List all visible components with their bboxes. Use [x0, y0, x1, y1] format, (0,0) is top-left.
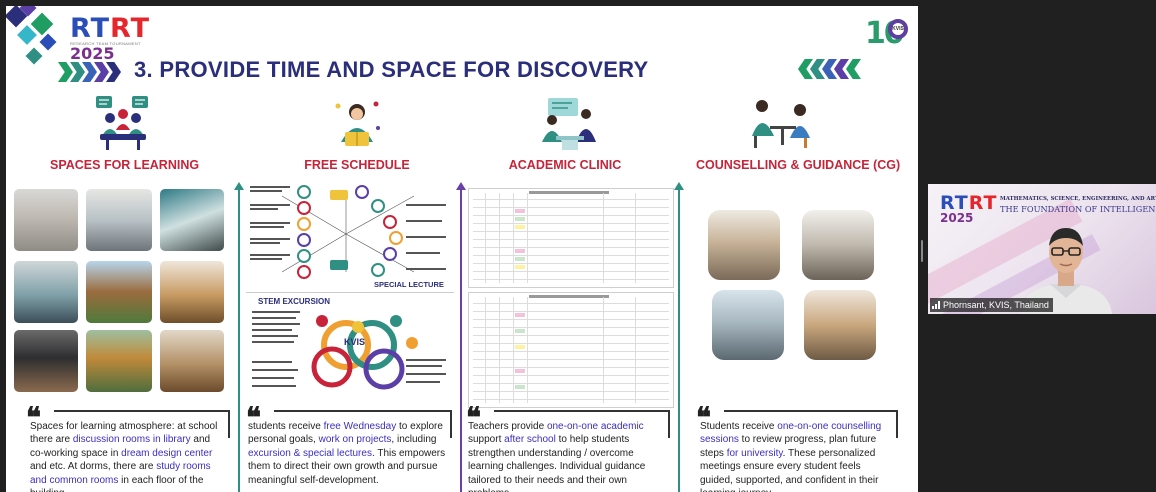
quote-run: . This empowers them to direct their own…	[248, 447, 446, 486]
heading-spaces-for-learning: SPACES FOR LEARNING	[50, 158, 200, 172]
quote-run: and co-working space in	[30, 434, 211, 459]
photo-bicycles	[86, 330, 152, 392]
quote-highlight: one-on-one academic	[546, 421, 644, 432]
slide-title: 3. PROVIDE TIME AND SPACE FOR DISCOVERY	[134, 57, 649, 82]
quote-run: to explore personal goals,	[248, 421, 443, 446]
quote-mark-4: ❝	[696, 401, 712, 434]
quote-highlight: excursion & special lectures	[248, 447, 372, 459]
photo-discussion-room	[14, 261, 78, 323]
quote-run: in each floor of the building.	[30, 474, 204, 492]
quote-text-free-schedule: students receive free Wednesday to explo…	[248, 420, 448, 487]
photo-counselling-4	[804, 290, 876, 360]
quote-text-academic-clinic: Teachers provide one-on-one academic sup…	[468, 420, 666, 492]
special-lecture-label: SPECIAL LECTURE	[374, 280, 444, 289]
clinic-timetable-1	[468, 188, 674, 288]
quote-run: Teachers provide	[468, 421, 547, 432]
photo-dream-design-center	[86, 261, 152, 323]
quote-highlight: study rooms and common rooms	[30, 461, 211, 486]
quote-run: to review progress, plan future steps	[700, 434, 877, 459]
video-rtrt-logo: RTRT 2025	[940, 192, 998, 225]
divider-1	[234, 182, 244, 492]
person-with-book-icon	[335, 101, 380, 146]
quote-frame-2	[246, 410, 452, 438]
photo-lounge	[160, 330, 224, 392]
quote-run: Students receive	[700, 421, 778, 432]
quote-text-spaces: Spaces for learning atmosphere: at schoo…	[30, 420, 226, 492]
participant-video-tile[interactable]: RTRT 2025 MATHEMATICS, SCIENCE, ENGINEER…	[928, 184, 1156, 314]
quote-mark-2: ❝	[246, 401, 262, 434]
photo-counselling-3	[712, 290, 784, 360]
quote-highlight: discussion rooms in library	[72, 434, 191, 446]
special-lecture-poster: SPECIAL LECTURE	[246, 176, 454, 290]
signal-bars-icon	[932, 301, 940, 309]
quote-run: . These personalized meetings ensure eve…	[700, 447, 879, 492]
quote-mark-3: ❝	[466, 401, 482, 434]
participant-name-tag: Phornsant, KVIS, Thailand	[930, 298, 1053, 312]
quote-highlight: work on projects	[318, 434, 392, 446]
quote-mark-1: ❝	[26, 401, 42, 434]
quote-run: Spaces for learning atmosphere: at schoo…	[30, 421, 218, 446]
divider-3	[674, 182, 684, 492]
quote-highlight: one-on-one counselling sessions	[700, 421, 882, 446]
quote-run: support	[468, 434, 505, 446]
clinic-timetable-2	[468, 292, 674, 408]
quote-highlight: dream design center	[121, 447, 213, 459]
quote-frame-1	[26, 410, 230, 438]
meeting-people-icon	[96, 96, 148, 150]
photo-counselling-1	[708, 210, 780, 280]
quote-highlight: for university	[726, 447, 783, 459]
photo-counselling-2	[802, 210, 874, 280]
chevron-arrows-right	[798, 59, 861, 79]
quote-run: and etc. At dorms, there are	[30, 461, 157, 473]
photo-common-room	[160, 261, 224, 323]
photo-dorm-study-room	[14, 330, 78, 392]
clinic-consultation-icon	[542, 98, 596, 150]
quote-run: students receive	[248, 421, 324, 432]
participant-name: Phornsant, KVIS, Thailand	[943, 300, 1049, 310]
quote-run: , including	[391, 434, 437, 446]
rtrt-logo: RTRT RESEARCH TEAM TOURNAMENT 2025	[70, 13, 150, 63]
shared-presentation-slide: RTRT RESEARCH TEAM TOURNAMENT 2025 3. PR…	[6, 6, 918, 492]
heading-counselling-guidance: COUNSELLING & GUIDANCE (CG)	[696, 158, 901, 172]
chevron-arrows-left	[58, 62, 121, 82]
quote-highlight: after school	[504, 434, 556, 446]
quote-highlight: free Wednesday	[323, 421, 397, 432]
heading-free-schedule: FREE SCHEDULE	[304, 158, 410, 172]
video-banner: MATHEMATICS, SCIENCE, ENGINEERING, AND A…	[1000, 196, 1156, 214]
anniversary-badge: 10 KVIS	[862, 12, 912, 54]
quote-frame-4	[696, 410, 898, 438]
photo-coworking-space	[86, 189, 152, 251]
heading-academic-clinic: ACADEMIC CLINIC	[508, 158, 622, 172]
counselling-session-icon	[752, 100, 810, 148]
photo-study-hall	[160, 189, 224, 251]
stem-excursion-poster: STEM EXCURSION KVIS	[246, 292, 454, 408]
divider-2	[456, 182, 466, 492]
kvis-center-label: KVIS	[344, 337, 366, 347]
quote-text-counselling: Students receive one-on-one counselling …	[700, 420, 896, 492]
quote-frame-3	[466, 410, 670, 438]
panel-resize-handle[interactable]	[921, 240, 923, 262]
stem-excursion-label: STEM EXCURSION	[258, 297, 331, 306]
photo-library-room	[14, 189, 78, 251]
quote-run: to help students strengthen understandin…	[468, 434, 646, 492]
